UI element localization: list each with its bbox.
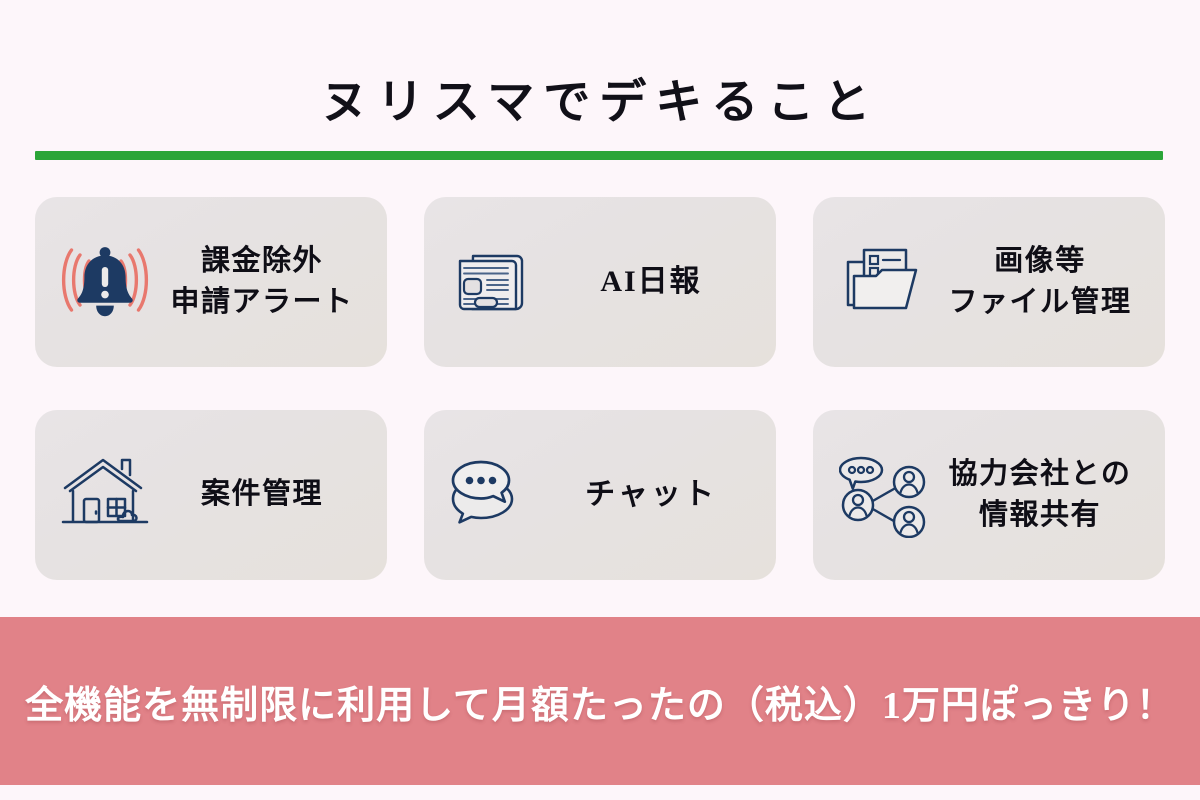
pricing-banner: 全機能を無制限に利用して月額たったの（税込）1万円ぽっきり！ xyxy=(0,617,1200,785)
house-icon xyxy=(53,443,157,547)
feature-card-label-line1: AI日報 xyxy=(600,264,702,298)
feature-card-project-management[interactable]: 案件管理 xyxy=(35,410,387,580)
network-share-icon xyxy=(831,443,935,547)
feature-card-label: 課金除外 申請アラート xyxy=(157,241,371,323)
feature-card-label: 協力会社との 情報共有 xyxy=(935,454,1149,536)
feature-card-file-management[interactable]: 画像等 ファイル管理 xyxy=(813,197,1165,367)
feature-card-grid: 課金除外 申請アラート xyxy=(35,197,1165,580)
feature-card-partner-info-sharing[interactable]: 協力会社との 情報共有 xyxy=(813,410,1165,580)
pricing-banner-text: 全機能を無制限に利用して月額たったの（税込）1万円ぽっきり！ xyxy=(25,684,1175,727)
folder-document-icon xyxy=(831,230,935,334)
feature-card-label-line2: ファイル管理 xyxy=(948,286,1132,318)
feature-card-label: AI日報 xyxy=(546,261,760,304)
feature-card-chat[interactable]: チャット xyxy=(424,410,776,580)
newspaper-icon xyxy=(442,230,546,334)
bell-alert-icon xyxy=(53,230,157,334)
feature-card-label: 画像等 ファイル管理 xyxy=(935,241,1149,323)
feature-card-label-line1: 案件管理 xyxy=(200,478,323,511)
feature-card-label-line1: 課金除外 xyxy=(200,244,323,277)
feature-card-label-line2: 申請アラート xyxy=(170,286,354,318)
feature-card-label: チャット xyxy=(546,474,760,517)
feature-card-label-line1: チャット xyxy=(585,477,717,511)
feature-card-label-line1: 画像等 xyxy=(994,244,1086,277)
green-divider xyxy=(35,151,1163,160)
feature-card-label-line2: 情報共有 xyxy=(978,499,1101,531)
feature-card-ai-daily-report[interactable]: AI日報 xyxy=(424,197,776,367)
chat-bubbles-icon xyxy=(442,443,546,547)
feature-card-label-line1: 協力会社との xyxy=(948,457,1132,490)
feature-card-billing-exclusion-alert[interactable]: 課金除外 申請アラート xyxy=(35,197,387,367)
feature-card-label: 案件管理 xyxy=(157,474,371,515)
page-title: ヌリスマでデキること xyxy=(320,77,880,130)
